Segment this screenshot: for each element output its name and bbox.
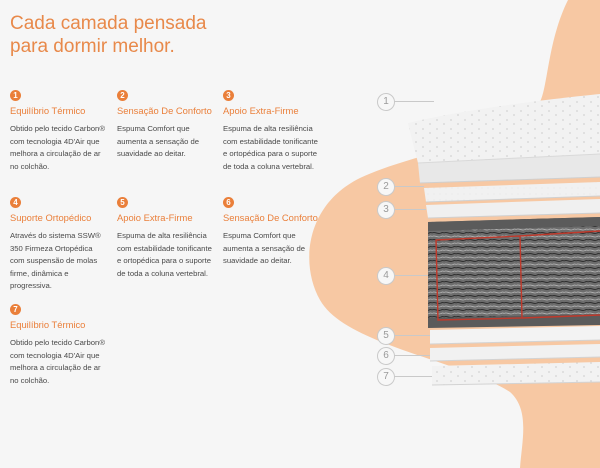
callout-5-line (394, 335, 430, 336)
feature-description: Espuma de alta resiliência com estabilid… (223, 124, 318, 171)
feature-number-badge: 3 (223, 90, 234, 101)
layer-3-support-foam (426, 199, 600, 219)
feature-description: Obtido pelo tecido Carbon® com tecnologi… (10, 124, 105, 171)
heading-line-2: para dormir melhor. (10, 36, 175, 57)
callout-5: 5 (377, 327, 395, 345)
feature-title: Equilíbrio Térmico (10, 105, 86, 116)
layer-4-spring-unit (428, 217, 600, 328)
heading-line-1: Cada camada pensada (10, 13, 207, 34)
feature-description: Obtido pelo tecido Carbon® com tecnologi… (10, 338, 105, 385)
feature-2: 2 Sensação De Conforto Espuma Comfort qu… (117, 90, 215, 161)
feature-5: 5 Apoio Extra-Firme Espuma de alta resil… (117, 197, 215, 280)
feature-title: Sensação De Conforto (223, 212, 318, 223)
feature-number-badge: 6 (223, 197, 234, 208)
feature-title: Equilíbrio Térmico (10, 319, 86, 330)
feature-title: Apoio Extra-Firme (223, 105, 299, 116)
callout-4: 4 (377, 267, 395, 285)
callout-7: 7 (377, 368, 395, 386)
feature-description: Espuma de alta resiliência com estabilid… (117, 231, 212, 278)
feature-description: Através do sistema SSW® 350 Firmeza Orto… (10, 231, 101, 290)
layer-1-quilted-top (408, 94, 600, 184)
callout-2: 2 (377, 178, 395, 196)
layer-6-comfort-foam (429, 344, 600, 362)
feature-4: 4 Suporte Ortopédico Através do sistema … (10, 197, 108, 293)
layer-7-bottom-fabric (431, 362, 600, 386)
callout-1: 1 (377, 93, 395, 111)
callout-6-line (394, 355, 430, 356)
feature-title: Sensação De Conforto (117, 105, 212, 116)
feature-description: Espuma Comfort que aumenta a sensação de… (117, 124, 200, 158)
feature-7: 7 Equilíbrio Térmico Obtido pelo tecido … (10, 304, 108, 387)
callout-1-line (394, 101, 434, 102)
feature-number-badge: 5 (117, 197, 128, 208)
feature-title: Apoio Extra-Firme (117, 212, 193, 223)
page-heading: Cada camada pensada para dormir melhor. (10, 12, 206, 58)
callout-3: 3 (377, 201, 395, 219)
feature-3: 3 Apoio Extra-Firme Espuma de alta resil… (223, 90, 321, 173)
feature-description: Espuma Comfort que aumenta a sensação de… (223, 231, 306, 265)
callout-4-line (394, 275, 428, 276)
callout-3-line (394, 209, 426, 210)
callout-2-line (394, 186, 424, 187)
feature-6: 6 Sensação De Conforto Espuma Comfort qu… (223, 197, 321, 268)
callout-6: 6 (377, 347, 395, 365)
feature-number-badge: 7 (10, 304, 21, 315)
callout-7-line (394, 376, 432, 377)
feature-number-badge: 2 (117, 90, 128, 101)
layer-5-support-foam (429, 326, 600, 345)
feature-title: Suporte Ortopédico (10, 212, 92, 223)
feature-number-badge: 1 (10, 90, 21, 101)
feature-1: 1 Equilíbrio Térmico Obtido pelo tecido … (10, 90, 108, 173)
layer-2-comfort-foam (424, 182, 600, 203)
feature-number-badge: 4 (10, 197, 21, 208)
